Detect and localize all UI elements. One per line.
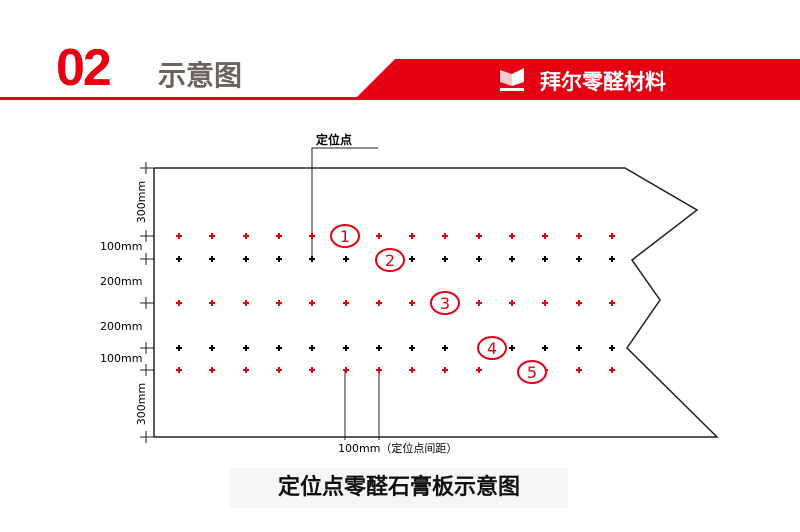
dim-tick (140, 431, 154, 443)
locator-leader (311, 147, 378, 259)
locator-dot (176, 233, 182, 239)
locator-dot (409, 233, 415, 239)
locator-dot (176, 367, 182, 373)
locator-dot (209, 256, 215, 262)
locator-dot (609, 300, 615, 306)
zone-marker-3: 3 (430, 291, 460, 315)
locator-dot (576, 367, 582, 373)
locator-dot (609, 233, 615, 239)
locator-dot (276, 233, 282, 239)
locator-dot (343, 367, 349, 373)
locator-dot (542, 300, 548, 306)
dim-tick (140, 230, 154, 242)
locator-dot (276, 256, 282, 262)
dim-tick (140, 297, 154, 309)
dim-tick (140, 342, 154, 354)
locator-dot (243, 367, 249, 373)
locator-dot (576, 300, 582, 306)
locator-dot (343, 256, 349, 262)
locator-dot (176, 256, 182, 262)
dimension-label: 100mm (100, 240, 142, 253)
spacing-label: 100mm（定位点间距） (338, 441, 457, 455)
dimension-label: 200mm (100, 320, 142, 333)
dimension-label: 300mm (135, 181, 148, 223)
brand-name: 拜尔零醛材料 (540, 70, 666, 94)
locator-dot (509, 300, 515, 306)
locator-dot (276, 300, 282, 306)
locator-dot (609, 367, 615, 373)
section-title: 示意图 (158, 59, 243, 92)
locator-dot (243, 233, 249, 239)
dim-tick (140, 162, 154, 174)
locator-dot (576, 256, 582, 262)
locator-dot (343, 300, 349, 306)
dim-tick (140, 253, 154, 265)
locator-dot (509, 345, 515, 351)
locator-dot (576, 233, 582, 239)
header-divider (0, 97, 800, 100)
locator-dot (442, 256, 448, 262)
locator-dot (243, 300, 249, 306)
locator-dot (343, 345, 349, 351)
locator-dot (209, 345, 215, 351)
locator-dot (276, 367, 282, 373)
board-outline (154, 167, 719, 438)
zone-marker-1: 1 (330, 224, 360, 248)
locator-dot (376, 345, 382, 351)
locator-dot (476, 233, 482, 239)
svg-text:4: 4 (487, 339, 497, 358)
locator-dot (209, 300, 215, 306)
locator-dot (376, 233, 382, 239)
locator-dot (542, 345, 548, 351)
locator-dot (409, 367, 415, 373)
locator-dot (276, 345, 282, 351)
locator-dot (176, 300, 182, 306)
locator-dot (509, 256, 515, 262)
locator-dot (409, 300, 415, 306)
caption: 定位点零醛石膏板示意图 (230, 468, 568, 508)
locator-dot (442, 367, 448, 373)
dimension-label: 200mm (100, 275, 142, 288)
locator-dot (409, 256, 415, 262)
locator-dot (309, 233, 315, 239)
locator-dot (609, 256, 615, 262)
locator-dot (376, 367, 382, 373)
locator-dot (376, 300, 382, 306)
locator-dot (609, 345, 615, 351)
locator-dot (442, 345, 448, 351)
locator-dot (209, 367, 215, 373)
locator-dot (442, 233, 448, 239)
zone-marker-4: 4 (477, 336, 507, 360)
locator-dot (476, 300, 482, 306)
svg-text:5: 5 (527, 363, 537, 382)
dimension-label: 100mm (100, 352, 142, 365)
zone-marker-2: 2 (375, 248, 405, 272)
locator-dot (243, 256, 249, 262)
svg-text:2: 2 (385, 251, 395, 270)
locator-dot (309, 367, 315, 373)
locator-dot (476, 256, 482, 262)
locator-dot (176, 345, 182, 351)
locator-dot (309, 345, 315, 351)
svg-text:1: 1 (340, 227, 350, 246)
locator-dot (309, 256, 315, 262)
zone-marker-5: 5 (517, 360, 547, 384)
locator-dot (209, 233, 215, 239)
locator-dot (509, 233, 515, 239)
brand-logo-icon (500, 68, 524, 91)
locator-dot (476, 367, 482, 373)
svg-text:3: 3 (440, 294, 450, 313)
locator-label: 定位点 (316, 132, 352, 147)
locator-dot (409, 345, 415, 351)
locator-dot (309, 300, 315, 306)
brand-band (355, 59, 800, 99)
locator-dot (243, 345, 249, 351)
locator-dot (542, 256, 548, 262)
section-number: 02 (56, 39, 112, 97)
locator-dot (576, 345, 582, 351)
dimension-label: 300mm (135, 383, 148, 425)
dim-tick (140, 364, 154, 376)
locator-dot (542, 233, 548, 239)
